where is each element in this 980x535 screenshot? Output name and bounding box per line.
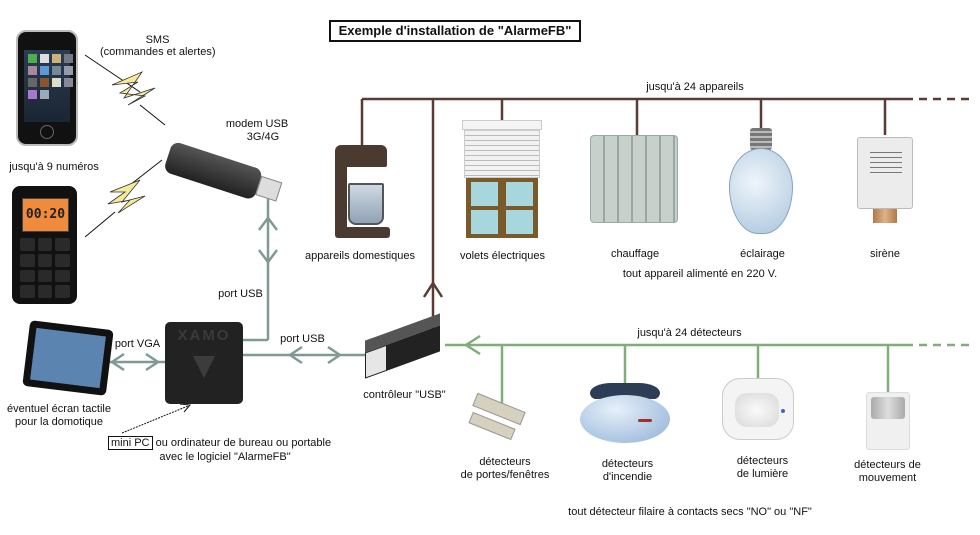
pc-description-rest: ou ordinateur de bureau ou portable bbox=[152, 437, 332, 449]
detector-label-0-line1: détecteurs bbox=[479, 456, 531, 468]
sensor-arrow-left bbox=[463, 334, 481, 356]
smartphone-icon bbox=[16, 30, 78, 146]
radiator-icon bbox=[590, 135, 678, 223]
screen-label-line2: pour la domotique bbox=[14, 416, 104, 428]
pc-controller-arrow-left bbox=[287, 345, 303, 365]
diagram-title: Exemple d'installation de "AlarmeFB" bbox=[329, 20, 581, 42]
mini-pc-logo bbox=[193, 356, 215, 378]
detector-label-2-line1: détecteurs bbox=[736, 455, 789, 467]
sms-label-line1: SMS bbox=[145, 34, 170, 46]
vga-arrow-left bbox=[109, 352, 125, 372]
detector-label-2-line2: de lumière bbox=[736, 468, 789, 480]
modem-label-line1: modem USB bbox=[225, 118, 289, 130]
appliance-label-3: éclairage bbox=[740, 248, 785, 260]
modem-link-arrow-down bbox=[258, 249, 278, 265]
phone-numbers-label: jusqu'à 9 numéros bbox=[9, 161, 99, 173]
siren-icon bbox=[857, 137, 913, 225]
mini-pc-tag: mini PC bbox=[108, 436, 153, 450]
lightning-line-bottom-2 bbox=[84, 211, 116, 238]
light-bulb-icon bbox=[725, 128, 797, 238]
detector-bus-label: jusqu'à 24 détecteurs bbox=[637, 327, 742, 339]
lightning-line-top bbox=[84, 54, 141, 93]
minipc-pointer-head bbox=[179, 403, 192, 413]
appliance-label-4: sirène bbox=[870, 248, 900, 260]
minipc-pointer-line bbox=[121, 405, 189, 434]
detector-footer: tout détecteur filaire à contacts secs "… bbox=[568, 506, 812, 518]
detector-label-0-line2: de portes/fenêtres bbox=[460, 469, 550, 481]
vga-port-label: port VGA bbox=[114, 338, 161, 350]
sms-label-line2: (commandes et alertes) bbox=[100, 46, 216, 58]
power-bus bbox=[360, 97, 970, 330]
touchscreen-icon bbox=[22, 320, 114, 396]
mini-pc-brand: XAMO bbox=[177, 327, 231, 344]
lightning-bolt-top bbox=[111, 71, 156, 106]
lightning-line-bottom bbox=[129, 159, 163, 186]
modem-label-line2: 3G/4G bbox=[246, 131, 280, 143]
modem-port-label: port USB bbox=[218, 288, 263, 300]
power-arrow-up bbox=[422, 280, 444, 298]
appliance-footer: tout appareil alimenté en 220 V. bbox=[622, 268, 778, 280]
pc-description-line2: avec le logiciel "AlarmeFB" bbox=[159, 451, 291, 463]
feature-phone-icon: 00:20 bbox=[12, 186, 77, 304]
detector-label-3-line2: mouvement bbox=[858, 472, 917, 484]
mini-pc-icon: XAMO bbox=[165, 322, 243, 404]
lightning-bolt-bottom bbox=[107, 179, 146, 214]
lightning-line-top-2 bbox=[139, 104, 166, 126]
usb-links bbox=[105, 192, 365, 372]
smoke-detector-icon bbox=[580, 383, 670, 455]
controller-port-label: port USB bbox=[280, 333, 325, 345]
detector-label-1-line2: d'incendie bbox=[602, 471, 653, 483]
pc-controller-arrow-right bbox=[327, 345, 343, 365]
controller-label: contrôleur "USB" bbox=[363, 389, 446, 401]
detector-label-1-line1: détecteurs bbox=[601, 458, 654, 470]
appliance-label-0: appareils domestiques bbox=[304, 250, 416, 262]
appliance-label-2: chauffage bbox=[610, 248, 660, 260]
door-contact-icon bbox=[465, 392, 537, 446]
appliance-bus-label: jusqu'à 24 appareils bbox=[646, 81, 744, 93]
feature-phone-display: 00:20 bbox=[22, 198, 69, 232]
minipc-pointer bbox=[121, 403, 192, 434]
coffee-maker-icon bbox=[330, 145, 390, 240]
screen-label-line1: éventuel écran tactile bbox=[7, 403, 111, 415]
modem-link-arrow-up bbox=[258, 215, 278, 231]
sensor-bus bbox=[445, 334, 970, 405]
detector-label-3-line1: détecteurs de bbox=[854, 459, 921, 471]
motion-detector-icon bbox=[866, 392, 910, 450]
electric-shutter-icon bbox=[462, 120, 542, 240]
vga-arrow-right bbox=[145, 352, 161, 372]
light-detector-icon bbox=[722, 378, 794, 440]
appliance-label-1: volets électriques bbox=[460, 250, 545, 262]
sms-lightning bbox=[84, 54, 166, 238]
pc-description-line1: mini PC ou ordinateur de bureau ou porta… bbox=[108, 436, 331, 450]
